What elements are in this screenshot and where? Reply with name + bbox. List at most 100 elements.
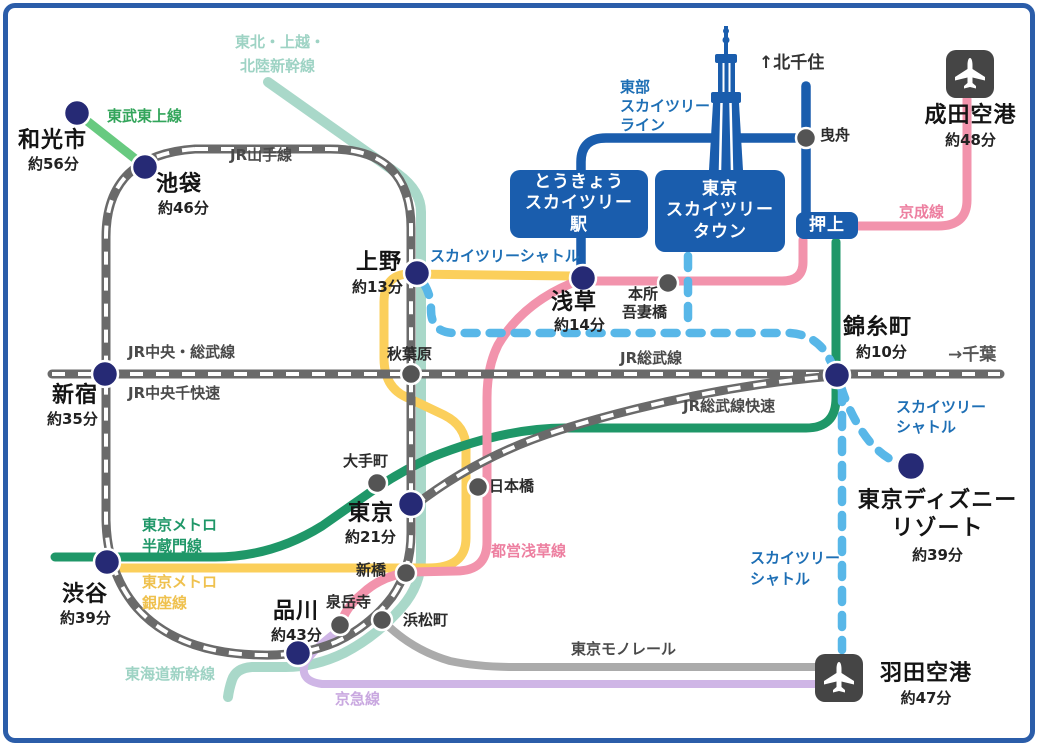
toei-asakusa-line-west [336,274,588,629]
label-shuttle-kinshicho-line1: スカイツリー [896,398,987,416]
station-narita-time: 約48分 [945,131,996,149]
label-monorail-line: 東京モノレール [571,640,677,658]
dot-asakusa [568,263,598,293]
station-wakoshi-time: 約56分 [28,155,79,173]
stop-hamamatsucho: 浜松町 [403,611,449,629]
label-toei-asakusa-line: 都営浅草線 [491,542,567,560]
skytree-town-box-line2: スカイツリー [666,200,774,221]
dot-tokyo [396,489,426,519]
label-chuo-sobu-line: JR中央・総武線 [128,343,236,361]
station-shibuya: 渋谷 [62,582,109,607]
stop-nihombashi: 日本橋 [489,477,535,495]
station-ikebukuro: 池袋 [156,172,203,197]
label-shuttle-kinshicho-line2: シャトル [896,418,957,436]
station-shinagawa: 品川 [273,599,320,624]
skytree-town-box-line1: 東京 [702,179,738,200]
station-wakoshi: 和光市 [18,128,88,153]
station-haneda-time: 約47分 [900,689,952,707]
stop-honjo-line1: 本所 [628,285,659,303]
dot-shinagawa [283,638,313,668]
dot-kinshicho [822,360,852,390]
dot-nihombashi [466,475,490,499]
station-ueno-time: 約13分 [352,278,403,296]
narita-airport-icon [946,50,994,98]
station-shinjuku-time: 約35分 [47,410,98,428]
toei-asakusa-line-east [579,235,808,286]
skytree-station-box: とうきょう スカイツリー 駅 [510,170,648,238]
haneda-airport-icon [815,654,863,702]
station-ikebukuro-time: 約46分 [158,199,209,217]
label-shuttle-haneda-line1: スカイツリー [750,549,841,567]
dot-akihabara [399,362,423,386]
label-shinkansen-line2: 北陸新幹線 [240,57,316,75]
shuttle-ueno-kinshicho [419,279,841,376]
dot-honjo-azumabashi [656,271,680,295]
label-shuttle-haneda-line2: シャトル [750,570,811,588]
label-sobu-line: JR総武線 [620,349,683,367]
label-tobu-skytree-line3: ライン [620,116,666,134]
station-haneda: 羽田空港 [879,661,972,686]
label-sobu-rapid-line: JR総武線快速 [683,397,776,415]
skytree-station-box-line2: スカイツリー [525,193,633,214]
dot-ueno [402,258,432,288]
station-shinjuku: 新宿 [52,383,99,408]
keisei-line [852,94,972,231]
stop-otemachi: 大手町 [343,452,389,470]
station-disney-line2: リゾート [891,516,984,541]
station-disney-time: 約39分 [912,546,963,564]
label-tokaido-shinkansen: 東海道新幹線 [125,665,216,683]
label-ginza-line2: 銀座線 [142,594,188,612]
dot-wakoshi [62,98,92,128]
label-chiba-direction: →千葉 [948,345,997,365]
dot-ikebukuro [130,152,160,182]
keikyu-line [299,623,821,688]
skytree-town-box-line3: タウン [693,221,747,242]
label-chuo-rapid-line: JR中央千快速 [128,384,221,402]
oshiage-box: 押上 [796,212,858,239]
tobu-skytree-line [576,133,811,283]
dot-shinjuku [90,359,120,389]
label-yamanote-line: JR山手線 [230,146,293,164]
oshiage-box-label: 押上 [809,214,845,235]
station-kinshicho: 錦糸町 [843,315,913,340]
shuttle-kinshicho-disney [836,382,907,469]
dot-otemachi [365,471,389,495]
stop-hikifune: 曳舟 [820,126,851,144]
dot-hamamatsucho [370,608,394,632]
label-tobu-skytree-line2: スカイツリー [620,97,711,115]
label-keikyu-line: 京急線 [335,690,381,708]
label-tobu-tojo-line: 東武東上線 [107,107,183,125]
minor-station-dots [328,126,818,637]
station-tokyo: 東京 [348,501,395,526]
station-asakusa-time: 約14分 [554,316,605,334]
label-hanzomon-line2: 半蔵門線 [142,537,203,555]
skytree-shuttle-lines [419,251,907,655]
stop-honjo-line2: 吾妻橋 [622,303,668,321]
dot-disney [895,450,927,482]
label-shuttle-ueno: スカイツリーシャトル [430,247,580,265]
label-hanzomon-line1: 東京メトロ [142,516,218,534]
station-tokyo-time: 約21分 [345,528,396,546]
label-shinkansen-line1: 東北・上越・ [235,33,326,51]
station-shibuya-time: 約39分 [60,609,111,627]
skytree-station-box-line3: 駅 [570,214,588,235]
dot-shibuya [92,547,122,577]
stop-sengakuji: 泉岳寺 [326,593,372,611]
major-station-dots [62,98,927,668]
station-shinagawa-time: 約43分 [271,626,322,644]
stop-shimbashi: 新橋 [356,561,387,579]
dot-shimbashi [394,561,418,585]
shinkansen-line [223,77,426,702]
label-tobu-skytree-line1: 東部 [620,78,651,96]
stop-akihabara: 秋葉原 [387,345,433,363]
station-ueno: 上野 [356,250,403,275]
label-kitasenju-direction: ↑北千住 [759,53,825,73]
label-ginza-line1: 東京メトロ [142,573,218,591]
hanzomon-line [50,237,841,562]
station-narita: 成田空港 [924,103,1017,128]
dot-sengakuji [328,613,352,637]
ginza-line [105,269,577,573]
station-asakusa: 浅草 [551,290,598,315]
